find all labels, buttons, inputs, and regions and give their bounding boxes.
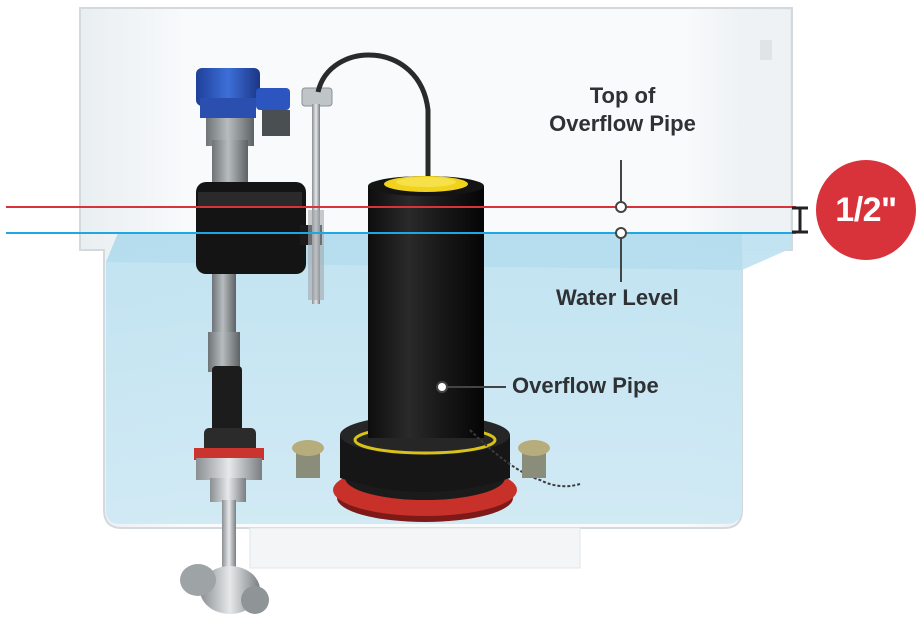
overflow-pipe-label: Overflow Pipe — [512, 373, 659, 398]
top-of-overflow-pipe-label: Top of Overflow Pipe — [510, 82, 735, 137]
top-of-overflow-label-line1: Top of — [589, 83, 656, 108]
gap-badge-text: 1/2" — [835, 190, 897, 229]
overflow-pipe-assembly — [333, 176, 581, 522]
leader-lines — [444, 160, 622, 388]
water-marker — [615, 227, 627, 239]
water-level-label: Water Level — [556, 285, 679, 310]
gap-bracket — [792, 206, 808, 234]
tank-bolts — [292, 440, 550, 478]
overflow-pipe-marker — [436, 381, 448, 393]
refill-tube — [315, 52, 431, 178]
top-of-overflow-label-line2: Overflow Pipe — [549, 110, 696, 136]
fill-valve — [180, 68, 322, 614]
overflow-marker — [615, 201, 627, 213]
gap-badge — [816, 160, 916, 260]
